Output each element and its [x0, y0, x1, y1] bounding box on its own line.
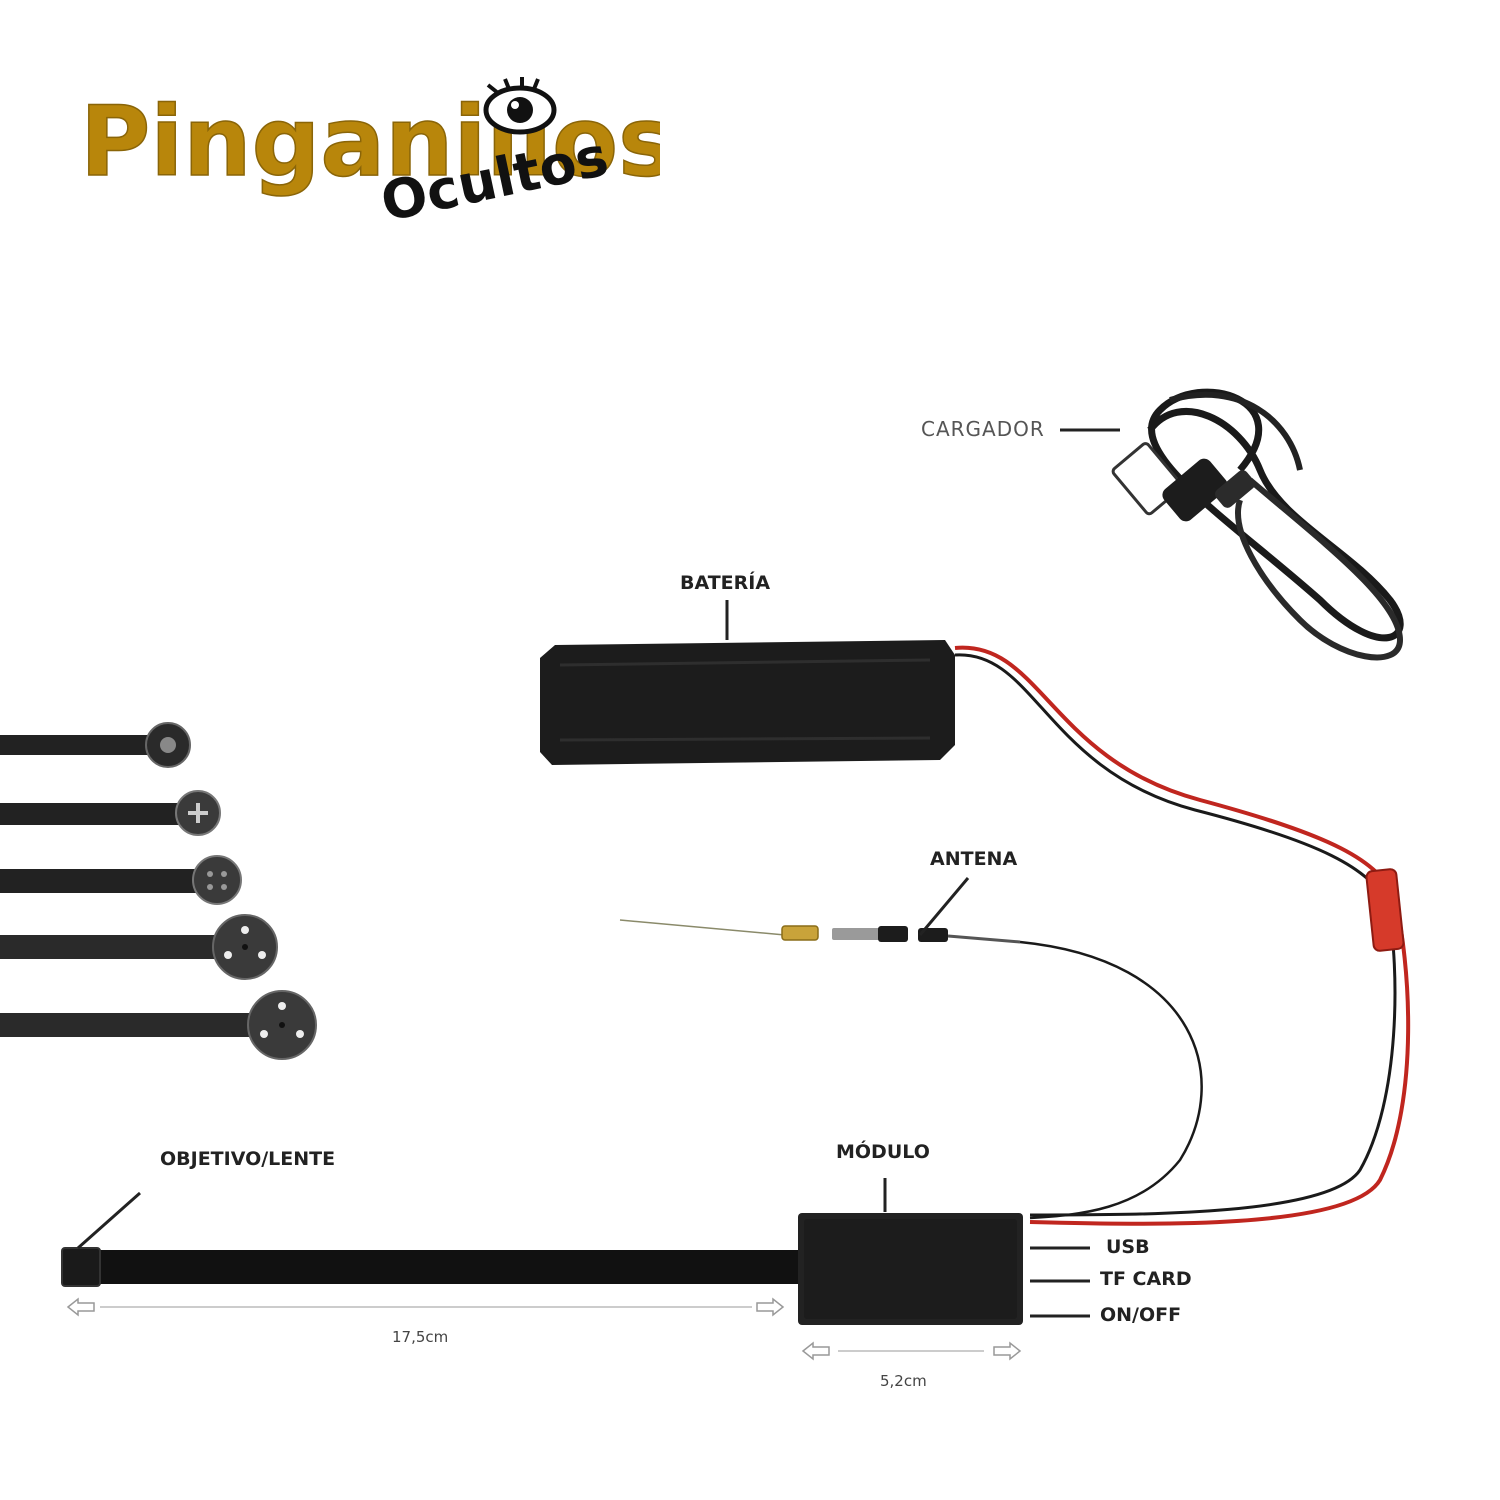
lens-option-2 — [0, 790, 221, 836]
power-wire-black — [954, 653, 1397, 1217]
antena-leader — [918, 877, 970, 936]
eye-icon — [483, 77, 557, 135]
dimension-cable-length: 17,5cm — [392, 1328, 449, 1346]
lens-tip — [61, 1247, 101, 1287]
label-objetivo: OBJETIVO/LENTE — [160, 1148, 336, 1170]
lens-option-3 — [0, 855, 242, 905]
lens-option-4 — [0, 914, 278, 980]
objetivo-leader — [77, 1191, 141, 1250]
label-cargador: CARGADOR — [921, 417, 1045, 441]
label-usb: USB — [1106, 1236, 1150, 1258]
battery-pack — [540, 640, 955, 765]
camera-module-assembly — [61, 1213, 1023, 1325]
antenna — [619, 919, 1203, 1220]
brand-name-main: Pinganillos — [80, 86, 660, 198]
width-dimension — [801, 1341, 1022, 1361]
lens-ribbon-cable — [62, 1250, 802, 1284]
arrow-right-icon — [993, 1341, 1022, 1361]
usb-charger-cable — [1111, 388, 1404, 661]
label-modulo: MÓDULO — [836, 1141, 930, 1163]
arrow-left-icon — [801, 1341, 830, 1361]
label-bateria: BATERÍA — [680, 572, 771, 594]
lens-option-5 — [0, 990, 317, 1060]
label-tf-card: TF CARD — [1100, 1268, 1192, 1290]
lens-options — [0, 722, 317, 1060]
arrow-left-icon — [66, 1297, 95, 1317]
label-on-off: ON/OFF — [1100, 1304, 1182, 1326]
wire-connector — [1365, 868, 1405, 952]
label-antena: ANTENA — [930, 848, 1018, 870]
brand-logo: Pinganillos Ocultos — [79, 77, 660, 234]
arrow-right-icon — [756, 1297, 785, 1317]
lens-option-1 — [0, 722, 191, 768]
power-wire-red — [954, 645, 1411, 1226]
dimension-module-width: 5,2cm — [880, 1372, 927, 1390]
length-dimension — [66, 1297, 785, 1317]
